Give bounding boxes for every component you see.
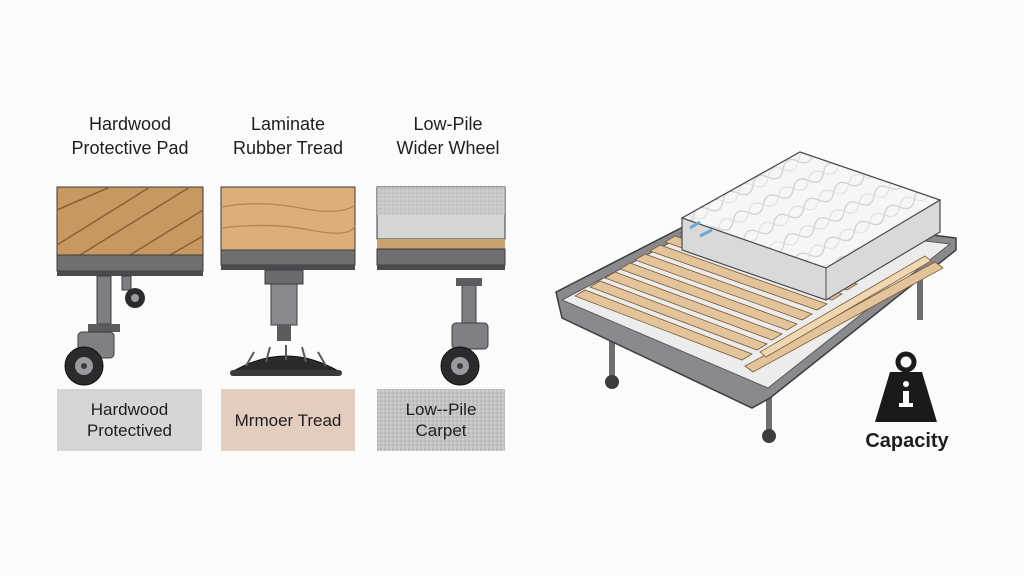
low-pile-carpet-sample [377, 389, 505, 451]
panel-footer-laminate: Mrmoer Tread [221, 389, 355, 451]
low-pile-frame-rail [376, 248, 506, 266]
bed-slats [574, 226, 944, 373]
panel-footer-line: Mrmoer Tread [234, 410, 342, 430]
hardwood-frame-rail [56, 254, 204, 272]
bed-frame-illustration [555, 151, 957, 443]
panel-footer-line: Hardwood [90, 400, 169, 419]
panel-footer-line: Protectived [86, 421, 173, 440]
panel-title-hardwood: Hardwood Protective Pad [45, 112, 215, 160]
panel-title-laminate: Laminate Rubber Tread [203, 112, 373, 160]
laminate-floor-board [220, 186, 356, 251]
panel-title-line: Protective Pad [71, 138, 189, 158]
panel-title-line: Low-Pile [413, 114, 483, 134]
hardwood-floor-sample [57, 389, 202, 451]
panel-footer-line: Low--Pile [405, 400, 477, 419]
hardwood-small-caster [121, 275, 145, 308]
panel-title-line: Laminate [250, 114, 326, 134]
panel-footer-low-pile: Low--Pile Carpet [377, 389, 505, 451]
panel-footer-hardwood: Hardwood Protectived [57, 389, 202, 451]
laminate-floor-sample [221, 389, 355, 451]
panel-title-line: Rubber Tread [232, 138, 344, 158]
hardwood-floor-board [56, 186, 204, 256]
panel-title-low-pile: Low-Pile Wider Wheel [363, 112, 533, 160]
rubber-tread-foot [230, 345, 342, 376]
weight-icon [875, 351, 937, 422]
bed-legs [605, 276, 923, 443]
low-pile-wide-wheel [440, 322, 489, 386]
panel-title-line: Hardwood [88, 114, 172, 134]
capacity-label: Capacity [865, 430, 949, 452]
laminate-frame-rail [220, 249, 356, 266]
panel-low-pile-illustration [376, 186, 506, 451]
panel-footer-line: Carpet [415, 421, 467, 440]
panel-laminate-illustration [220, 186, 356, 451]
panel-title-line: Wider Wheel [396, 138, 500, 158]
mattress [680, 151, 942, 301]
panel-hardwood-illustration [56, 186, 204, 451]
hardwood-caster-wheel [64, 331, 115, 386]
